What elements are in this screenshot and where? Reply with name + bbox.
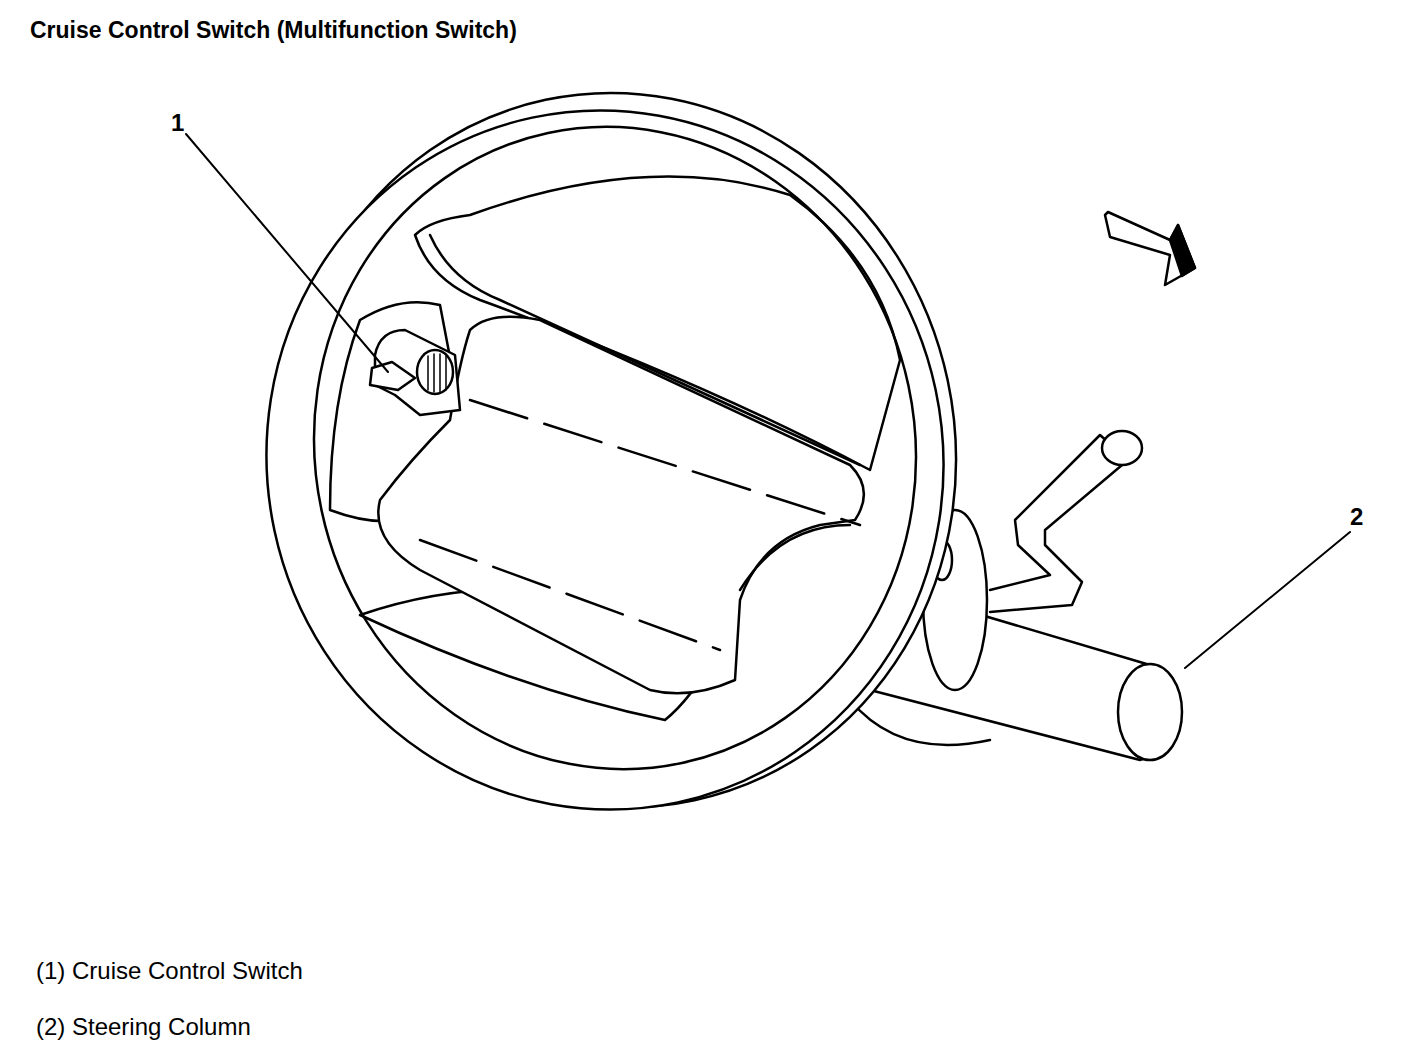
legend-item: (1) Cruise Control Switch <box>36 958 303 984</box>
direction-arrow <box>1105 212 1195 285</box>
column-end <box>1118 664 1182 760</box>
multifunction-lever <box>990 435 1128 612</box>
wheel-rim-outer <box>202 47 1009 872</box>
column-underside <box>850 700 990 745</box>
diagram-title: Cruise Control Switch (Multifunction Swi… <box>30 18 517 43</box>
pad-edge <box>740 525 850 590</box>
callout-number: 2 <box>1350 504 1363 530</box>
pad-seam <box>470 400 860 525</box>
leader-line <box>1185 532 1350 668</box>
pad-seam <box>420 540 720 650</box>
leader-line <box>186 134 388 372</box>
lever-knob <box>1102 431 1142 465</box>
switch-dial <box>417 350 453 394</box>
wheel-rim-inner <box>255 71 976 826</box>
hub-pad <box>378 317 864 694</box>
arrow-shade <box>1170 225 1195 276</box>
legend-item: (2) Steering Column <box>36 1014 251 1040</box>
callout-number: 1 <box>171 110 184 136</box>
dial-knurl <box>428 354 446 392</box>
switch-button <box>370 362 415 390</box>
